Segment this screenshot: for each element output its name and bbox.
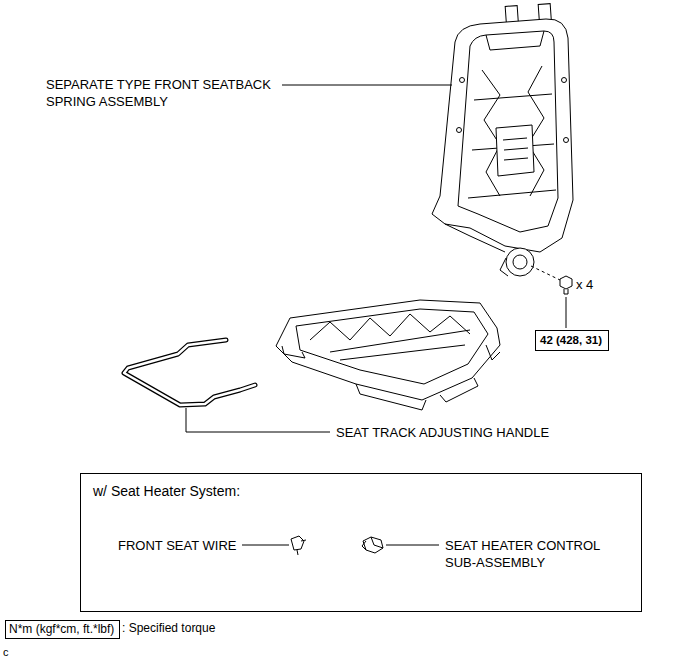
seat-rail (356, 384, 426, 410)
leader-line (282, 85, 452, 86)
cushion-inner (296, 309, 488, 384)
torque-value: 42 (428, 31) (540, 332, 602, 349)
seat-rail (440, 378, 478, 402)
legend-text: : Specified torque (122, 620, 215, 637)
figure-code: c (3, 644, 9, 659)
seatback-frame (432, 4, 573, 276)
front-seat-wire-icon (297, 540, 306, 555)
lumbar-plate (496, 125, 534, 176)
quantity: x 4 (576, 276, 593, 293)
recliner (506, 248, 534, 276)
cushion-outline (276, 300, 500, 400)
seat-heater-panel: w/ Seat Heater System: FRONT SEAT WIRE SEA… (80, 473, 642, 612)
part-name: SEAT TRACK ADJUSTING HANDLE (336, 424, 549, 441)
top-tube (486, 31, 544, 50)
spring-wire (468, 94, 556, 198)
lower-crossbar (445, 224, 505, 252)
rail-hole (460, 78, 465, 83)
seat-track-adjusting-handle (124, 340, 330, 432)
panel-heading: w/ Seat Heater System: (93, 483, 240, 500)
cushion-spring (310, 314, 470, 340)
torque-legend-box: N*m (kgf*cm, ft.*lbf) (5, 620, 120, 639)
handle-tube-highlight (124, 340, 255, 405)
part-name: SEPARATE TYPE FRONT SEATBACK SPRING ASSE… (46, 76, 296, 110)
part-name: FRONT SEAT WIRE (118, 537, 236, 554)
cushion-spring (330, 330, 470, 360)
rail-hole (564, 138, 569, 143)
rail-hole (562, 78, 567, 83)
leader-line (242, 545, 289, 546)
heater-control-icon (362, 537, 383, 550)
torque-value-box: 42 (428, 31) (535, 330, 609, 351)
leader-line (186, 408, 330, 432)
legend-sample: N*m (kgf*cm, ft.*lbf) (9, 621, 114, 638)
heater-control-icon (363, 537, 383, 553)
bolt-head (560, 276, 572, 289)
leader-line (386, 545, 439, 546)
leader-line (566, 297, 567, 328)
handle-tube (124, 340, 255, 405)
front-seat-wire-icon (291, 536, 304, 550)
lumbar-slot (503, 138, 528, 160)
front-bracket (282, 346, 305, 358)
heater-parts (242, 536, 439, 555)
install-line (531, 266, 560, 280)
frame-outline (432, 19, 573, 252)
bolt-shank (564, 289, 568, 294)
frame-inner-edge (458, 31, 558, 232)
recliner-hub (513, 255, 527, 269)
rail-hole (457, 128, 462, 133)
recliner-bracket (500, 258, 508, 276)
seat-cushion-frame (276, 300, 500, 410)
rear-bracket (486, 345, 500, 360)
part-name: SEAT HEATER CONTROL SUB-ASSEMBLY (445, 537, 625, 571)
bolt (531, 266, 572, 328)
